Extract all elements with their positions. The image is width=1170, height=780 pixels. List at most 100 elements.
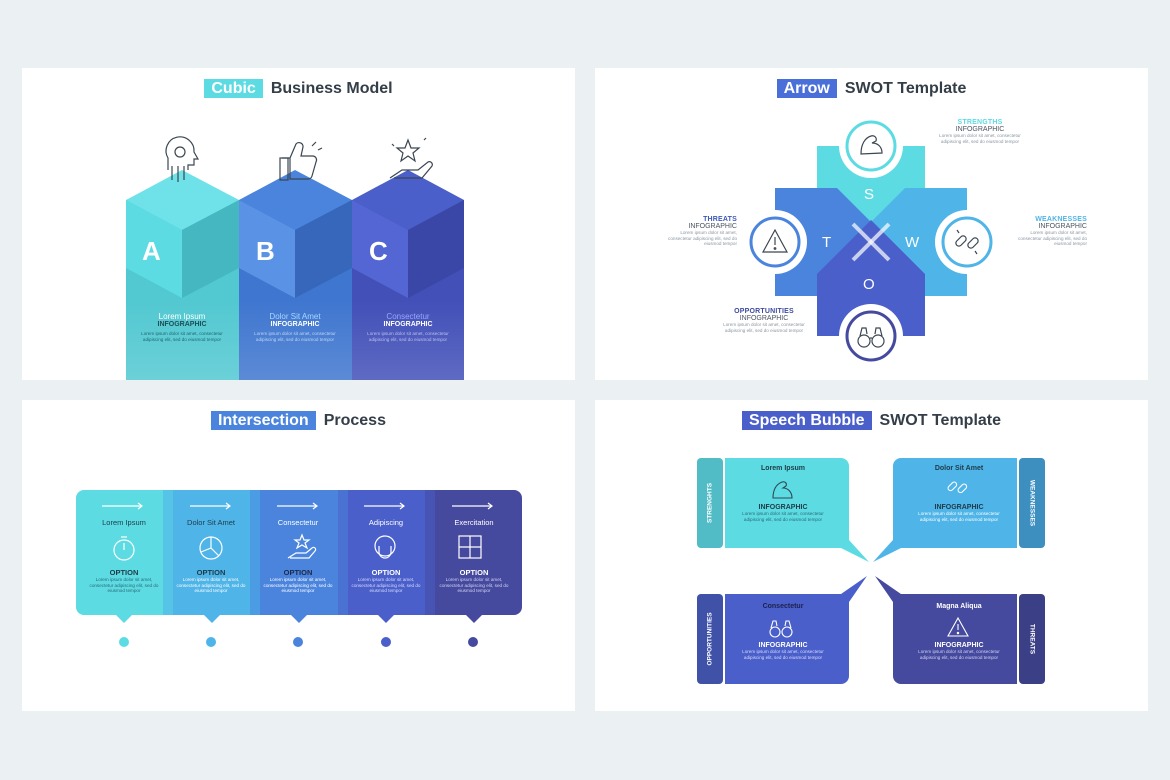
strengths-lorem: Lorem ipsum dolor sit amet, consectetur … bbox=[939, 133, 1021, 144]
bubble-3-bottom: INFOGRAPHIC Lorem ipsum dolor sit amet, … bbox=[733, 642, 833, 660]
bubble-2-name: Dolor Sit Amet bbox=[934, 465, 984, 472]
process-step-5-bottom: OPTION Lorem ipsum dolor sit amet, conse… bbox=[436, 568, 512, 594]
process-step-2-lorem: Lorem ipsum dolor sit amet, consectetur … bbox=[176, 577, 246, 594]
swot-letter-w: W bbox=[905, 234, 920, 251]
bubble-1-text: Lorem Ipsum bbox=[733, 465, 833, 472]
magnet-gear-icon bbox=[374, 535, 396, 559]
swot-letter-s: S bbox=[864, 186, 875, 203]
process-step-1-name: Lorem Ipsum bbox=[102, 518, 146, 527]
cube-c-sub: INFOGRAPHIC bbox=[383, 321, 433, 328]
broken-chain-icon bbox=[955, 229, 979, 255]
weaknesses-text: WEAKNESSES INFOGRAPHIC Lorem ipsum dolor… bbox=[1007, 216, 1087, 247]
strengths-text: STRENGTHS INFOGRAPHIC Lorem ipsum dolor … bbox=[937, 119, 1023, 144]
process-step-2-bottom: OPTION Lorem ipsum dolor sit amet, conse… bbox=[173, 568, 249, 594]
arrow-swot-title-highlight: Arrow bbox=[776, 79, 837, 98]
bubble-2-bottom: INFOGRAPHIC Lorem ipsum dolor sit amet, … bbox=[909, 504, 1009, 522]
bubble-4-lorem: Lorem ipsum dolor sit amet, consectetur … bbox=[918, 649, 1000, 660]
timeline-dot-3 bbox=[293, 637, 303, 647]
process-step-5-option: OPTION bbox=[459, 568, 489, 577]
cube-b-name: Dolor Sit Amet bbox=[269, 312, 321, 321]
bubble-3-text: Consectetur bbox=[733, 603, 833, 610]
opportunities-lorem: Lorem ipsum dolor sit amet, consectetur … bbox=[723, 322, 805, 333]
thumbs-up-icon bbox=[279, 141, 323, 181]
opportunities-sub: INFOGRAPHIC bbox=[739, 315, 789, 322]
cube-c-name: Consectetur bbox=[386, 312, 430, 321]
process-step-2-option: OPTION bbox=[196, 568, 226, 577]
cube-c-letter: C bbox=[369, 236, 388, 266]
puzzle-icon bbox=[458, 535, 482, 559]
stopwatch-icon bbox=[113, 536, 135, 561]
process-step-4-name: Adipiscing bbox=[368, 518, 404, 527]
process-step-2: Dolor Sit Amet bbox=[173, 518, 249, 527]
process-box-3 bbox=[251, 490, 347, 623]
process-step-2-name: Dolor Sit Amet bbox=[187, 518, 235, 527]
process-boxes bbox=[76, 490, 522, 647]
weaknesses-head: WEAKNESSES bbox=[1035, 216, 1087, 223]
cube-a-letter: A bbox=[142, 236, 161, 266]
bubble-2-lorem: Lorem ipsum dolor sit amet, consectetur … bbox=[918, 511, 1000, 522]
bubble-4-name: Magna Aliqua bbox=[936, 603, 982, 610]
speech-bubble-3 bbox=[725, 576, 867, 684]
speech-bubble-2 bbox=[873, 458, 1017, 562]
timeline-dot-1 bbox=[119, 637, 129, 647]
threats-text: THREATS INFOGRAPHIC Lorem ipsum dolor si… bbox=[657, 216, 737, 247]
process-step-3-lorem: Lorem ipsum dolor sit amet, consectetur … bbox=[263, 577, 333, 594]
process-step-3-bottom: OPTION Lorem ipsum dolor sit amet, conse… bbox=[260, 568, 336, 594]
process-step-4: Adipiscing bbox=[348, 518, 424, 527]
weaknesses-lorem: Lorem ipsum dolor sit amet, consectetur … bbox=[1018, 230, 1087, 247]
cubic-title-rest: Business Model bbox=[270, 80, 393, 97]
process-box-1 bbox=[76, 490, 172, 623]
process-step-5: Exercitation bbox=[436, 518, 512, 527]
cube-c bbox=[352, 170, 464, 380]
cube-b-letter: B bbox=[256, 236, 275, 266]
bubble-4-bottom: INFOGRAPHIC Lorem ipsum dolor sit amet, … bbox=[909, 642, 1009, 660]
process-box-2 bbox=[164, 490, 260, 623]
opportunities-text: OPPORTUNITIES INFOGRAPHIC Lorem ipsum do… bbox=[723, 308, 805, 333]
side-label-threats: THREATS bbox=[1028, 623, 1036, 655]
side-label-weaknesses: WEAKNESSES bbox=[1028, 479, 1036, 527]
process-step-4-option: OPTION bbox=[371, 568, 401, 577]
cube-c-lorem: Lorem ipsum dolor sit amet, consectetur … bbox=[367, 331, 449, 342]
process-step-1-option: OPTION bbox=[109, 568, 139, 577]
timeline-dot-2 bbox=[206, 637, 216, 647]
speech-bubble-1 bbox=[725, 458, 869, 562]
swot-letter-o: O bbox=[863, 276, 875, 293]
process-step-1-lorem: Lorem ipsum dolor sit amet, consectetur … bbox=[89, 577, 159, 594]
bubble-1-name: Lorem Ipsum bbox=[761, 465, 805, 472]
arm-muscle-icon bbox=[772, 481, 793, 499]
hand-star-icon bbox=[287, 533, 317, 559]
warning-icon bbox=[761, 228, 789, 253]
speech-swot-title-rest: SWOT Template bbox=[879, 412, 1002, 429]
bubble-3-lorem: Lorem ipsum dolor sit amet, consectetur … bbox=[742, 649, 824, 660]
threats-sub: INFOGRAPHIC bbox=[688, 223, 737, 230]
timeline-dot-5 bbox=[468, 637, 478, 647]
threats-lorem: Lorem ipsum dolor sit amet, consectetur … bbox=[668, 230, 737, 247]
cube-a-lorem: Lorem ipsum dolor sit amet, consectetur … bbox=[141, 331, 223, 342]
side-label-opportunities: OPPORTUNITIES bbox=[706, 612, 714, 666]
hand-star-icon bbox=[389, 137, 433, 179]
binoculars-icon bbox=[857, 327, 885, 348]
arrow-swot-diagram bbox=[749, 120, 993, 362]
head-gears-icon bbox=[165, 136, 200, 182]
cube-a-name: Lorem Ipsum bbox=[158, 312, 206, 321]
process-step-1-bottom: OPTION Lorem ipsum dolor sit amet, conse… bbox=[86, 568, 162, 594]
opportunities-arrow bbox=[817, 220, 925, 336]
cubic-blocks bbox=[126, 136, 464, 380]
cube-b-lorem: Lorem ipsum dolor sit amet, consectetur … bbox=[254, 331, 336, 342]
binoculars-icon bbox=[769, 620, 793, 638]
strengths-head: STRENGTHS bbox=[957, 119, 1003, 126]
process-step-5-lorem: Lorem ipsum dolor sit amet, consectetur … bbox=[439, 577, 509, 594]
bubble-1-lorem: Lorem ipsum dolor sit amet, consectetur … bbox=[742, 511, 824, 522]
cube-a-text: Lorem Ipsum INFOGRAPHIC Lorem ipsum dolo… bbox=[132, 312, 232, 342]
weaknesses-sub: INFOGRAPHIC bbox=[1038, 223, 1087, 230]
bubble-4-sub: INFOGRAPHIC bbox=[934, 642, 984, 649]
process-step-3: Consectetur bbox=[260, 518, 336, 527]
broken-chain-icon bbox=[947, 481, 968, 494]
bubble-3-name: Consectetur bbox=[762, 603, 804, 610]
intersection-title-rest: Process bbox=[323, 412, 386, 429]
process-step-5-name: Exercitation bbox=[454, 518, 494, 527]
bubble-3-sub: INFOGRAPHIC bbox=[758, 642, 808, 649]
